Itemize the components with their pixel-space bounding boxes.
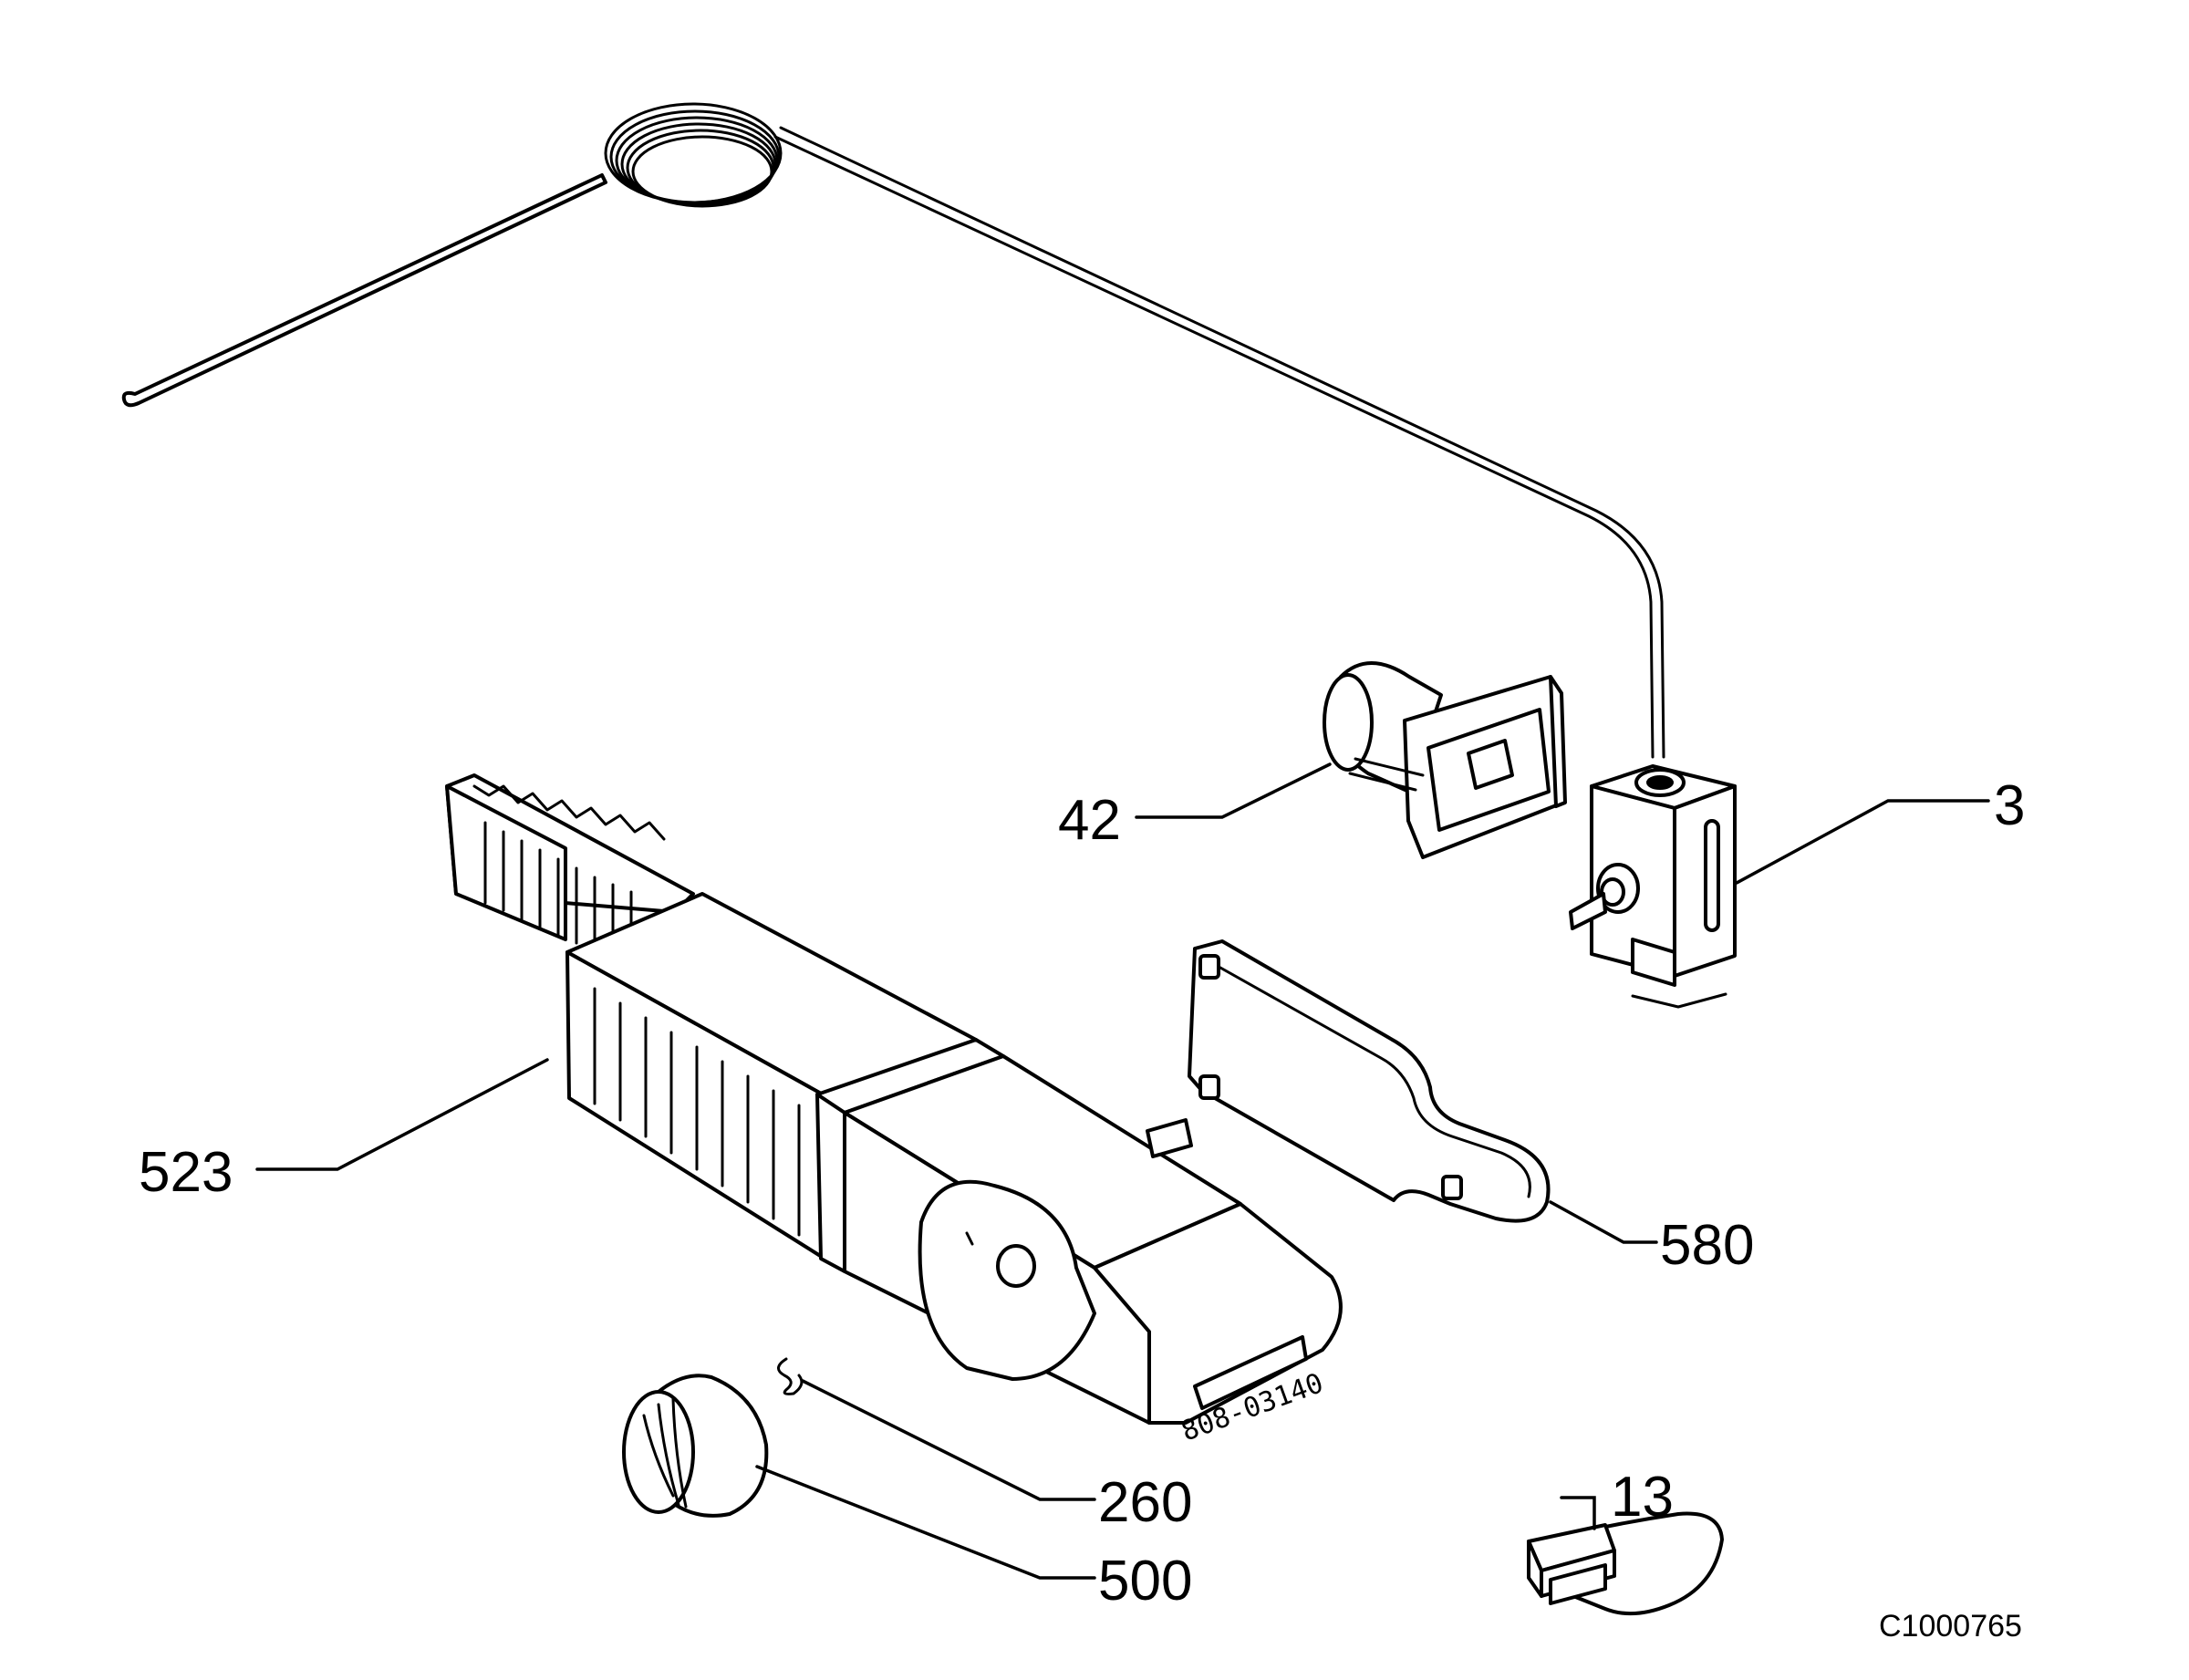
lamp-housing-part-523 — [445, 773, 1343, 1425]
control-knob-part-500 — [622, 1374, 769, 1518]
callout-500: 500 — [1098, 1550, 1192, 1613]
callout-42: 42 — [1058, 789, 1121, 852]
cover-plate-part-580 — [1188, 939, 1551, 1223]
callout-labels: 3 42 523 580 260 500 13 — [139, 774, 2025, 1613]
callout-13: 13 — [1611, 1466, 1674, 1529]
callout-580: 580 — [1660, 1214, 1754, 1277]
spring-clip-part-260 — [777, 1357, 804, 1395]
drawing-code: C1000765 — [1879, 1609, 2022, 1644]
callout-260: 260 — [1098, 1471, 1192, 1534]
lamp-holder-part-42 — [1323, 661, 1567, 859]
capillary-tube — [121, 102, 1665, 759]
leader-lines — [255, 762, 1990, 1580]
callout-523: 523 — [139, 1141, 233, 1204]
small-clip-part-13 — [1527, 1511, 1724, 1616]
thermostat-part-3 — [1569, 764, 1737, 1009]
callout-3: 3 — [1994, 774, 2025, 837]
